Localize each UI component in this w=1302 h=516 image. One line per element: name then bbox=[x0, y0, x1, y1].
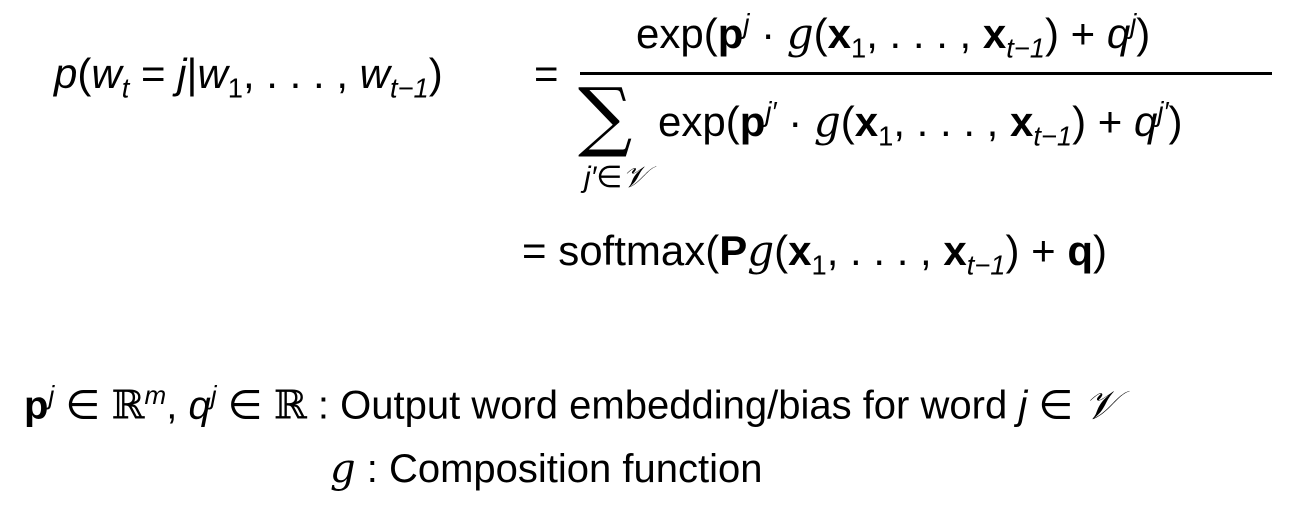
j-superscript: j bbox=[48, 380, 55, 410]
tminus1-sub: t−1 bbox=[1006, 32, 1045, 64]
g-symbol: g bbox=[813, 97, 841, 146]
in-1: ∈ bbox=[54, 383, 112, 428]
reals-symbol: ℝ bbox=[111, 382, 145, 429]
P-bold: P bbox=[719, 227, 748, 274]
qj-superscript: j bbox=[1130, 8, 1137, 39]
summation-symbol: ∑ bbox=[578, 71, 633, 160]
exp-open: exp( bbox=[658, 98, 740, 145]
tminus1-sub: t−1 bbox=[966, 249, 1006, 281]
q-symbol: q bbox=[1133, 98, 1158, 145]
bar: | bbox=[186, 50, 198, 97]
lhs-probability: p(wt = j|w1, . . . , wt−1) bbox=[54, 50, 443, 105]
dots: , . . . , bbox=[866, 10, 983, 57]
p-bold: p bbox=[24, 383, 49, 428]
colon: : bbox=[306, 383, 341, 428]
colon: : bbox=[355, 447, 389, 491]
xt-bold: x bbox=[1010, 98, 1034, 145]
close-paren: ) bbox=[428, 50, 443, 97]
wt-symbol: w bbox=[359, 50, 391, 97]
one-sub: 1 bbox=[811, 249, 827, 281]
g-symbol: g bbox=[786, 9, 814, 58]
tminus1-sub: t−1 bbox=[1033, 120, 1073, 152]
cdot: · bbox=[776, 98, 814, 145]
equals-1: = bbox=[534, 50, 559, 97]
in-3: ∈ bbox=[1027, 383, 1085, 428]
definition-line-1: pj ∈ ℝm, qj ∈ ℝ : Output word embedding/… bbox=[24, 380, 1118, 428]
denominator: exp(pj′ · g(x1, . . . , xt−1) + qj′) bbox=[658, 96, 1183, 153]
definition-text: Output word embedding/bias for word bbox=[340, 383, 1019, 428]
x1-bold: x bbox=[827, 10, 852, 57]
cdot: · bbox=[749, 10, 787, 57]
vocab-symbol: 𝒱 bbox=[1084, 382, 1118, 429]
p-symbol: p bbox=[54, 50, 78, 97]
g-symbol: g bbox=[747, 226, 775, 275]
jprime-superscript: j′ bbox=[765, 96, 777, 127]
xt-bold: x bbox=[982, 10, 1007, 57]
exp-open: exp( bbox=[636, 10, 718, 57]
q-bold: q bbox=[1067, 227, 1093, 274]
dots: , . . . , bbox=[826, 227, 944, 274]
qj-superscript: j bbox=[210, 380, 217, 410]
close-plus: ) + bbox=[1005, 227, 1068, 274]
dots: , . . . , bbox=[242, 50, 360, 97]
open: ( bbox=[840, 98, 855, 145]
q-symbol: q bbox=[1106, 10, 1131, 57]
numerator: exp(pj · g(x1, . . . , xt−1) + qj) bbox=[636, 8, 1150, 65]
softmax-open: softmax( bbox=[558, 227, 720, 274]
fraction-bar bbox=[580, 72, 1272, 75]
definition-text: Composition function bbox=[388, 447, 763, 491]
eq-sign: = bbox=[522, 227, 547, 274]
close-plus: ) + bbox=[1044, 10, 1107, 57]
in-2: ∈ bbox=[216, 383, 274, 428]
close-plus: ) + bbox=[1072, 98, 1134, 145]
q-symbol: q bbox=[188, 383, 211, 428]
open: ( bbox=[774, 227, 789, 274]
xt-bold: x bbox=[943, 227, 967, 274]
tminus1-subscript: t−1 bbox=[390, 72, 429, 104]
j-symbol: j bbox=[1018, 383, 1028, 428]
m-superscript: m bbox=[144, 380, 167, 410]
definition-line-2: g : Composition function bbox=[330, 446, 763, 492]
x1-bold: x bbox=[854, 98, 879, 145]
end-paren: ) bbox=[1168, 98, 1183, 145]
end-paren: ) bbox=[1136, 10, 1151, 57]
w1-symbol: w bbox=[197, 50, 228, 97]
qjprime-superscript: j′ bbox=[1157, 96, 1169, 127]
summation-subscript: j′∈𝒱 bbox=[584, 161, 648, 194]
p-bold: p bbox=[739, 98, 766, 145]
one-sub: 1 bbox=[851, 32, 867, 64]
end-paren: ) bbox=[1092, 227, 1107, 274]
t-subscript: t bbox=[121, 72, 130, 104]
reals-symbol-2: ℝ bbox=[273, 382, 307, 429]
open-paren: ( bbox=[77, 50, 92, 97]
one-sub: 1 bbox=[878, 120, 894, 152]
w-symbol: w bbox=[91, 50, 122, 97]
p-bold: p bbox=[717, 10, 744, 57]
x1-bold: x bbox=[788, 227, 812, 274]
j-superscript: j bbox=[743, 8, 750, 39]
eq-sign: = bbox=[129, 50, 178, 97]
comma: , bbox=[166, 383, 189, 428]
j-symbol: j bbox=[177, 50, 187, 97]
g-symbol: g bbox=[330, 446, 356, 492]
dots: , . . . , bbox=[893, 98, 1011, 145]
open: ( bbox=[813, 10, 828, 57]
softmax-line: = softmax(Pg(x1, . . . , xt−1) + q) bbox=[522, 226, 1107, 282]
one-subscript: 1 bbox=[227, 72, 243, 104]
